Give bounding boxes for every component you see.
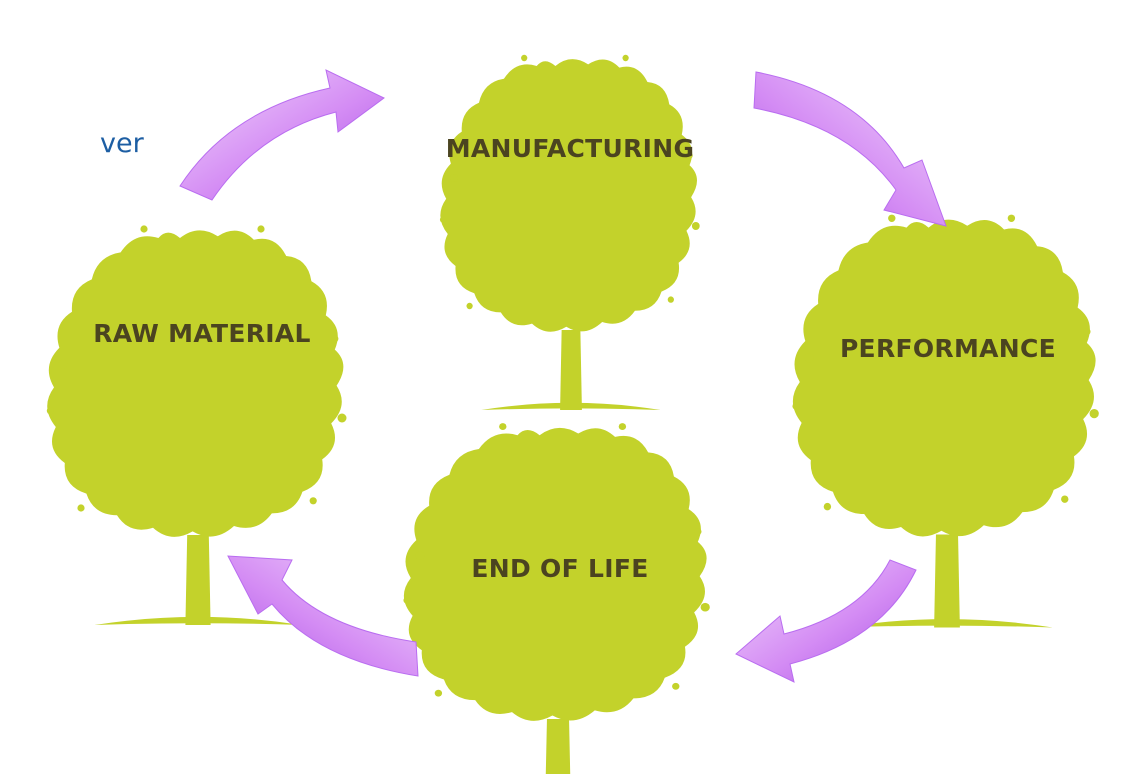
stage-label-manufacturing: MANUFACTURING — [446, 134, 695, 163]
arrow-performance-to-end-of-life-icon — [735, 559, 917, 683]
tree-end-of-life-icon — [403, 423, 710, 774]
stage-label-end-of-life: END OF LIFE — [471, 554, 648, 583]
tree-performance-icon — [792, 214, 1099, 628]
tree-raw-material-icon — [46, 225, 347, 626]
arrow-raw-to-manufacturing-icon — [179, 69, 385, 201]
heading-fragment: ver — [100, 128, 145, 159]
arrow-end-of-life-to-raw-icon — [227, 555, 419, 677]
stage-label-raw-material: RAW MATERIAL — [93, 319, 311, 348]
tree-manufacturing-icon — [439, 54, 700, 411]
stage-label-performance: PERFORMANCE — [840, 334, 1056, 363]
arrow-manufacturing-to-performance-icon — [753, 71, 947, 227]
